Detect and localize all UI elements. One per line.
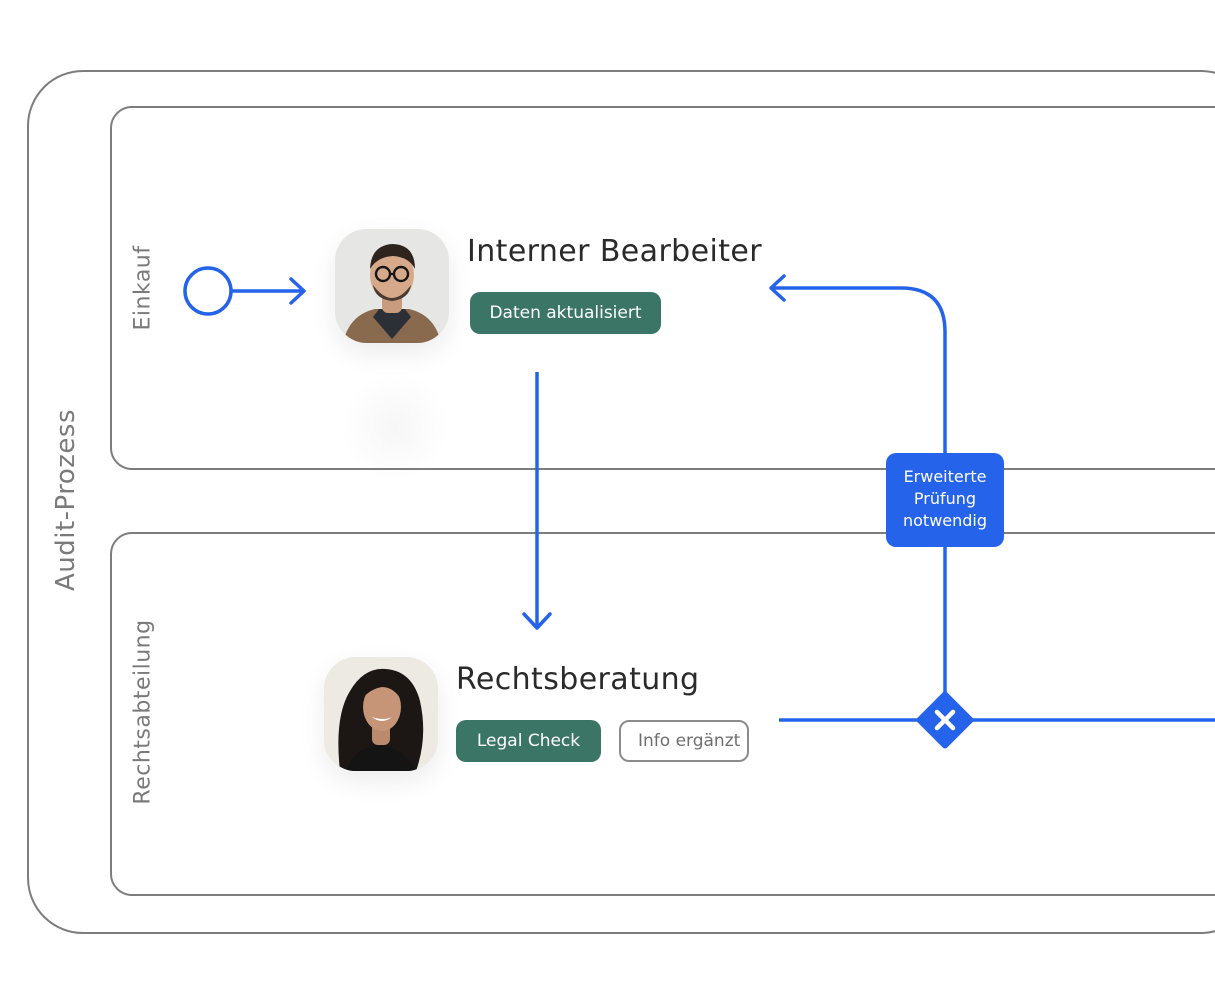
woman-portrait-icon — [324, 657, 438, 771]
condition-badge[interactable]: Erweiterte Prüfung notwendig — [886, 453, 1004, 547]
task-title-rechtsberatung: Rechtsberatung — [456, 662, 700, 697]
arrowhead-down-icon — [522, 612, 552, 630]
condition-line-3: notwendig — [902, 511, 988, 530]
flow-loop-back — [772, 286, 947, 700]
lane-rechtsabteilung — [110, 532, 1215, 896]
pool-audit-prozess — [27, 70, 1215, 934]
arrowhead-right-icon — [289, 277, 306, 305]
status-chip-info-ergaenzt[interactable]: Info ergänzt — [619, 720, 749, 762]
avatar-rechtsberatung[interactable] — [324, 657, 438, 771]
avatar-interner-bearbeiter[interactable] — [335, 229, 449, 343]
status-chip-daten-aktualisiert[interactable]: Daten aktualisiert — [470, 292, 661, 334]
start-event-icon[interactable] — [183, 266, 233, 316]
avatar-shadow — [340, 372, 450, 482]
condition-line-2: Prüfung — [913, 489, 977, 508]
arrowhead-left-icon — [769, 274, 786, 302]
lane-einkauf — [110, 106, 1215, 470]
x-icon — [934, 709, 956, 731]
status-chip-legal-check[interactable]: Legal Check — [456, 720, 601, 762]
task-title-interner-bearbeiter: Interner Bearbeiter — [467, 234, 762, 269]
condition-line-1: Erweiterte — [903, 467, 987, 486]
man-portrait-icon — [335, 229, 449, 343]
